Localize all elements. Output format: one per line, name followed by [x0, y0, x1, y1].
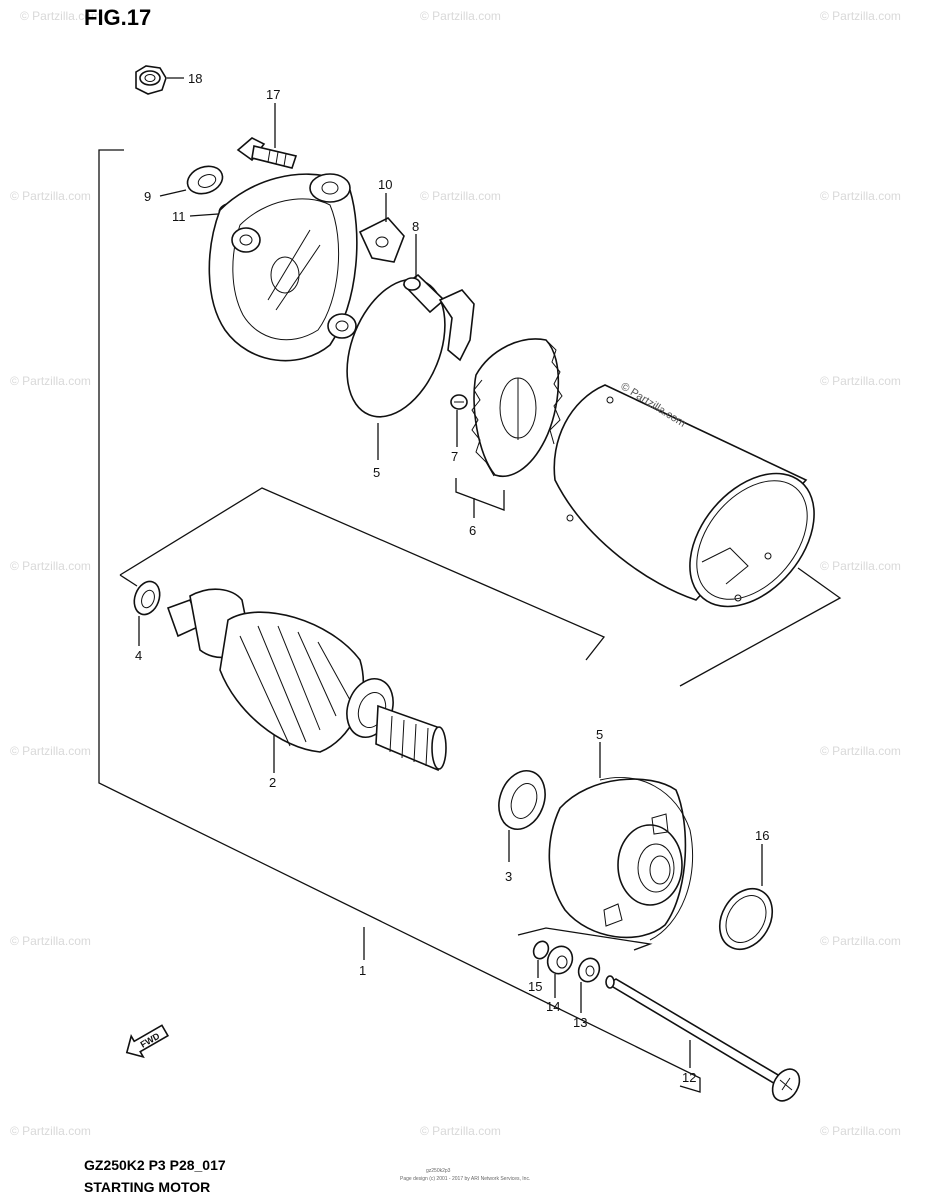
part-14-washer	[546, 945, 574, 998]
watermark-text: © Partzilla.com	[820, 559, 901, 573]
callout-1: 1	[359, 963, 366, 978]
watermark-text: © Partzilla.com	[10, 934, 91, 948]
part-7-screw	[450, 394, 468, 447]
part-10-bracket	[358, 193, 405, 263]
watermark-text: © Partzilla.com	[820, 189, 901, 203]
washer-group-bracket	[517, 927, 653, 951]
callout-12: 12	[682, 1070, 696, 1085]
part-2-armature	[166, 588, 447, 773]
part-18-nut	[135, 65, 184, 95]
callout-17: 17	[266, 87, 280, 102]
part-16-o-ring	[718, 844, 774, 950]
footer-model-code: GZ250K2 P3 P28_017	[84, 1157, 226, 1173]
watermark-text: © Partzilla.com	[420, 189, 501, 203]
watermark-text: © Partzilla.com	[10, 1124, 91, 1138]
callout-4: 4	[135, 648, 142, 663]
assembly-bracket-line	[98, 149, 701, 1093]
watermark-text: © Partzilla.com	[20, 9, 101, 23]
callout-16: 16	[755, 828, 769, 843]
part-3-oil-seal	[498, 770, 546, 862]
watermark-text: © Partzilla.com	[420, 9, 501, 23]
part-9-seal	[159, 165, 224, 197]
watermark-text: © Partzilla.com	[820, 1124, 901, 1138]
callout-2: 2	[269, 775, 276, 790]
part-5-front-housing	[548, 742, 694, 941]
callout-5-top: 5	[373, 465, 380, 480]
callout-15: 15	[528, 979, 542, 994]
callout-8: 8	[412, 219, 419, 234]
assembly-plane-line	[119, 574, 138, 587]
figure-title: FIG.17	[84, 5, 151, 30]
part-6-callout-bracket	[455, 478, 505, 511]
callout-labels: 18 17 9 11 10 8 5 7 6 4 2 5 3 16 1 15 14…	[135, 71, 769, 1085]
watermark-text: © Partzilla.com	[10, 189, 91, 203]
footer-small-code: gz250k2p3	[426, 1168, 451, 1174]
callout-11: 11	[172, 209, 186, 224]
fwd-arrow-icon: FWD	[125, 1024, 170, 1059]
watermark-text: © Partzilla.com	[820, 744, 901, 758]
callout-6: 6	[469, 523, 476, 538]
callout-14: 14	[546, 999, 560, 1014]
watermark-text: © Partzilla.com	[820, 374, 901, 388]
callout-13: 13	[573, 1015, 587, 1030]
watermark-text: © Partzilla.com	[820, 934, 901, 948]
watermark-text: © Partzilla.com	[10, 744, 91, 758]
watermark-text: © Partzilla.com	[820, 9, 901, 23]
part-15-o-ring	[532, 940, 550, 978]
rear-housing	[208, 173, 358, 362]
callout-7: 7	[451, 449, 458, 464]
part-17-bolt	[236, 103, 298, 169]
watermark-text: © Partzilla.com	[10, 374, 91, 388]
callout-18: 18	[188, 71, 202, 86]
callout-9: 9	[144, 189, 151, 204]
footer-copyright: Page design (c) 2001 - 2017 by ARI Netwo…	[400, 1176, 530, 1182]
assembly-plane-line	[119, 487, 606, 661]
watermark-grid: © Partzilla.com © Partzilla.com © Partzi…	[10, 9, 901, 1138]
watermark-text: © Partzilla.com	[420, 1124, 501, 1138]
part-13-washer	[577, 957, 601, 1013]
callout-10: 10	[378, 177, 392, 192]
assembly-plane-line	[679, 567, 842, 687]
part-6-brush-holder	[438, 289, 563, 477]
part-4-washer	[133, 580, 161, 646]
footer-diagram-name: STARTING MOTOR	[84, 1179, 210, 1195]
yoke-tube: © Partzilla.com	[553, 380, 815, 608]
callout-3: 3	[505, 869, 512, 884]
callout-5-lower: 5	[596, 727, 603, 742]
watermark-text: © Partzilla.com	[10, 559, 91, 573]
part-12-through-bolt	[605, 975, 801, 1102]
